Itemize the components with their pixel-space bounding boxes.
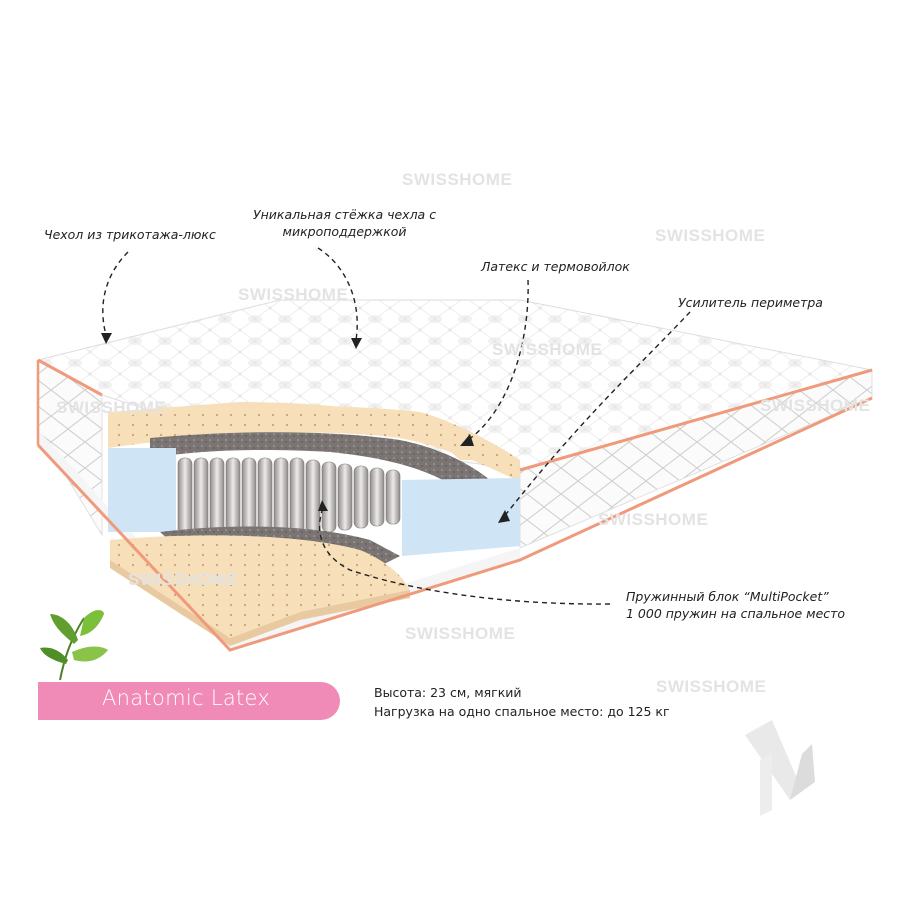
latex-bottom-edge (110, 560, 410, 646)
watermark: SWISSHOME (492, 340, 603, 359)
foam-left-block (108, 448, 176, 532)
arrowhead-latex (460, 434, 474, 446)
callout-perimeter-text: Усилитель периметра (678, 295, 823, 310)
latex-bottom-layer (110, 535, 410, 638)
arrowhead-stitch (351, 338, 362, 349)
arrow-cover (102, 251, 129, 336)
piping-bottom-edge (36, 396, 873, 652)
product-name: Anatomic Latex (102, 686, 271, 710)
watermark: SWISSHOME (128, 570, 239, 589)
watermark: SWISSHOME (598, 510, 709, 529)
arrow-perimeter (502, 311, 691, 519)
watermark: SWISSHOME (402, 170, 513, 189)
foam-right-block (402, 478, 520, 556)
pocket-spring (193, 457, 209, 541)
pocket-spring (305, 459, 321, 535)
callout-cover-text: Чехол из трикотажа-люкс (44, 227, 216, 242)
arrow-springs (318, 507, 611, 605)
product-specs: Высота: 23 см, мягкий Нагрузка на одно с… (374, 683, 670, 721)
callout-stitch: Уникальная стёжка чехла с микроподдержко… (253, 206, 436, 240)
latex-top-band (108, 406, 520, 482)
brand-mark-icon (745, 720, 815, 816)
arrow-stitch (317, 247, 358, 341)
spec-height: Высота: 23 см, мягкий (374, 685, 522, 700)
watermark: SWISSHOME (655, 226, 766, 245)
product-badge: Anatomic Latex (38, 682, 340, 720)
callout-springs-line1: Пружинный блок “MultiPocket” (626, 589, 829, 604)
callout-perimeter: Усилитель периметра (678, 294, 823, 311)
watermark: SWISSHOME (56, 398, 167, 417)
pocket-spring (385, 469, 401, 525)
piping-top-edge (37, 358, 103, 397)
watermark: SWISSHOME (656, 677, 767, 696)
arrow-latex (467, 279, 529, 441)
pocket-spring (289, 457, 305, 537)
pocket-spring (273, 457, 289, 539)
arrowhead-perimeter (498, 510, 510, 523)
callout-springs-line2: 1 000 пружин на спальное место (626, 606, 846, 621)
leaf-icon (40, 610, 108, 681)
pocket-spring (369, 467, 385, 527)
arrowhead-cover (101, 333, 112, 344)
pocket-spring (321, 461, 337, 533)
callout-cover: Чехол из трикотажа-люкс (44, 226, 216, 243)
callout-springs: Пружинный блок “MultiPocket” 1 000 пружи… (626, 588, 845, 622)
piping-right-edge (519, 368, 873, 472)
arrowhead-springs (318, 500, 328, 511)
callout-stitch-line2: микроподдержкой (282, 224, 407, 239)
watermark: SWISSHOME (238, 285, 349, 304)
pocket-spring (353, 465, 369, 529)
callout-stitch-line1: Уникальная стёжка чехла с (253, 207, 437, 222)
pocket-spring (337, 463, 353, 531)
callout-latex: Латекс и термовойлок (481, 258, 630, 275)
felt-top-layer (150, 432, 490, 490)
callout-latex-text: Латекс и термовойлок (481, 259, 630, 274)
spring-block (177, 457, 401, 541)
pocket-spring (177, 457, 193, 541)
watermark: SWISSHOME (405, 624, 516, 643)
spec-load: Нагрузка на одно спальное место: до 125 … (374, 704, 670, 719)
watermark: SWISSHOME (760, 396, 871, 415)
